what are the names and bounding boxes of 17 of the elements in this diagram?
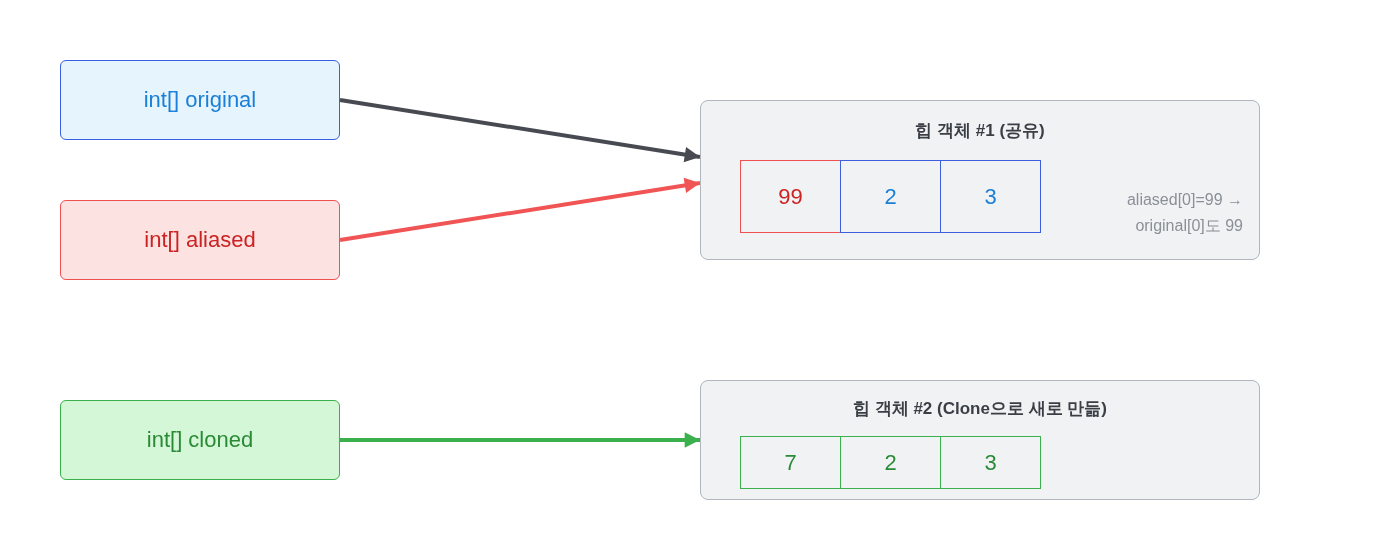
note-text: aliased[0]=99 → original[0]도 99 [1125,190,1243,236]
variable-box: int[] original [60,60,340,140]
panel-title: 힙 객체 #2 (Clone으로 새로 만듦) [851,398,1109,420]
heap-object-panel [700,380,1260,500]
heap-object-panel [700,100,1260,260]
array-cell: 3 [940,436,1041,489]
array-cell: 7 [740,436,841,489]
variable-box: int[] cloned [60,400,340,480]
arrow [340,432,701,448]
panel-title: 힙 객체 #1 (공유) [914,120,1046,142]
array-cell: 2 [840,436,941,489]
array-cell: 99 [740,160,841,233]
arrow [339,98,701,163]
array-cell: 3 [940,160,1041,233]
variable-box: int[] aliased [60,200,340,280]
array-cell: 2 [840,160,941,233]
arrow [339,177,701,242]
